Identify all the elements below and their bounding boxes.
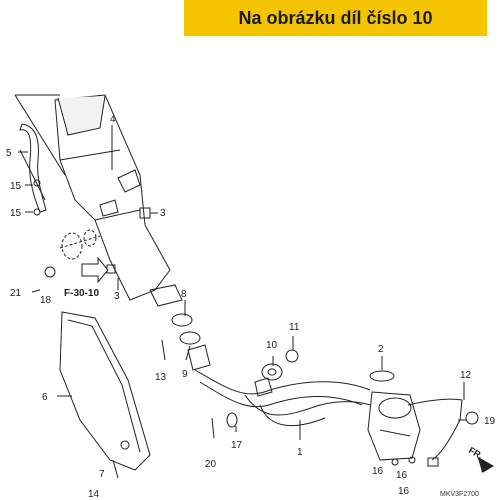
label-21: 21 — [10, 288, 22, 299]
bolt-14 — [112, 459, 119, 479]
label-3a: 3 — [160, 208, 166, 219]
bolt-21 — [31, 289, 41, 293]
clamp-joint — [149, 284, 183, 307]
muffler-end-cap — [57, 95, 106, 136]
sensor-wire-12 — [407, 398, 463, 461]
label-6: 6 — [42, 392, 48, 403]
bolt-13 — [161, 339, 166, 361]
label-16a: 16 — [372, 466, 384, 477]
label-12: 12 — [460, 370, 472, 381]
muffler-body — [54, 94, 171, 301]
label-19: 19 — [484, 416, 496, 427]
gasket-9 — [179, 331, 201, 345]
part-banner: Na obrázku díl číslo 10 — [184, 0, 487, 36]
reference-label: F-30-10 — [64, 288, 99, 299]
muffler-bracket — [117, 169, 141, 193]
label-8: 8 — [181, 289, 187, 300]
label-17: 17 — [231, 440, 243, 451]
direction-arrow — [477, 457, 494, 473]
label-18: 18 — [40, 295, 52, 306]
label-1: 1 — [297, 447, 303, 458]
bolt-11 — [285, 349, 299, 363]
label-7: 7 — [99, 469, 105, 480]
washer-18 — [44, 266, 56, 278]
washer-17 — [226, 412, 238, 428]
label-14: 14 — [88, 489, 100, 500]
label-5: 5 — [6, 148, 12, 159]
gasket-2 — [369, 370, 395, 382]
label-16c: 16 — [398, 486, 410, 497]
bolt-19 — [465, 411, 479, 425]
reference-arrow — [81, 256, 109, 284]
label-15b: 15 — [10, 208, 22, 219]
label-3b: 3 — [114, 291, 120, 302]
label-2: 2 — [378, 344, 384, 355]
label-13: 13 — [155, 372, 167, 383]
heat-shield-6 — [59, 311, 151, 471]
exhaust-pipe-1 — [194, 369, 371, 395]
collar-dashed — [61, 232, 83, 260]
label-9: 9 — [182, 369, 188, 380]
bolt-20 — [211, 417, 215, 439]
label-20: 20 — [205, 459, 217, 470]
gasket-8 — [171, 313, 193, 327]
catalyst-chamber — [367, 391, 421, 461]
diagram-code: MKV3F2700 — [440, 491, 479, 498]
direction-label: FR. — [467, 445, 485, 461]
label-4: 4 — [110, 114, 116, 125]
label-11: 11 — [289, 322, 300, 333]
label-10: 10 — [266, 340, 278, 351]
label-15a: 15 — [10, 181, 22, 192]
nut-10 — [261, 363, 283, 381]
washer-7 — [120, 440, 130, 450]
label-16b: 16 — [396, 470, 408, 481]
strap-5 — [19, 123, 47, 213]
